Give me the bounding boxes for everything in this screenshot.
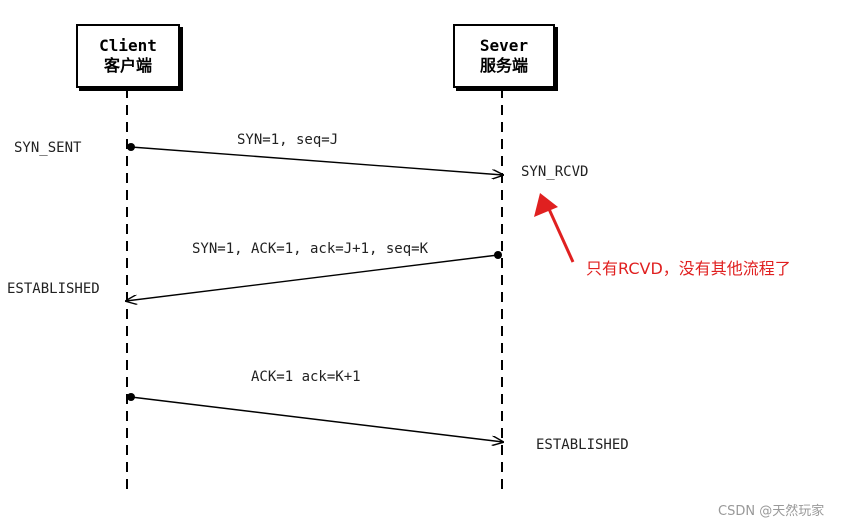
message-ack: ACK=1 ack=K+1 (251, 369, 361, 385)
client-title: Client (99, 36, 157, 55)
state-syn-sent: SYN_SENT (14, 140, 82, 156)
watermark: CSDN @天然玩家 (718, 504, 825, 519)
server-subtitle: 服务端 (479, 56, 528, 75)
annotation-note: 只有RCVD，没有其他流程了 (586, 259, 791, 278)
syn-arrow (130, 146, 503, 175)
message-syn-ack: SYN=1, ACK=1, ack=J+1, seq=K (192, 241, 429, 257)
state-client-established: ESTABLISHED (7, 281, 100, 297)
server-box: Sever 服务端 (453, 24, 555, 88)
annotation-arrow-shaft (547, 208, 575, 263)
state-server-established: ESTABLISHED (536, 437, 629, 453)
server-title: Sever (479, 36, 529, 55)
client-box: Client 客户端 (76, 24, 180, 88)
ack-arrow (130, 396, 503, 442)
state-syn-rcvd: SYN_RCVD (521, 164, 589, 180)
syn-ack-arrow (126, 254, 499, 301)
client-subtitle: 客户端 (103, 56, 152, 75)
message-syn: SYN=1, seq=J (237, 132, 339, 148)
annotation-arrow-head (534, 193, 558, 217)
